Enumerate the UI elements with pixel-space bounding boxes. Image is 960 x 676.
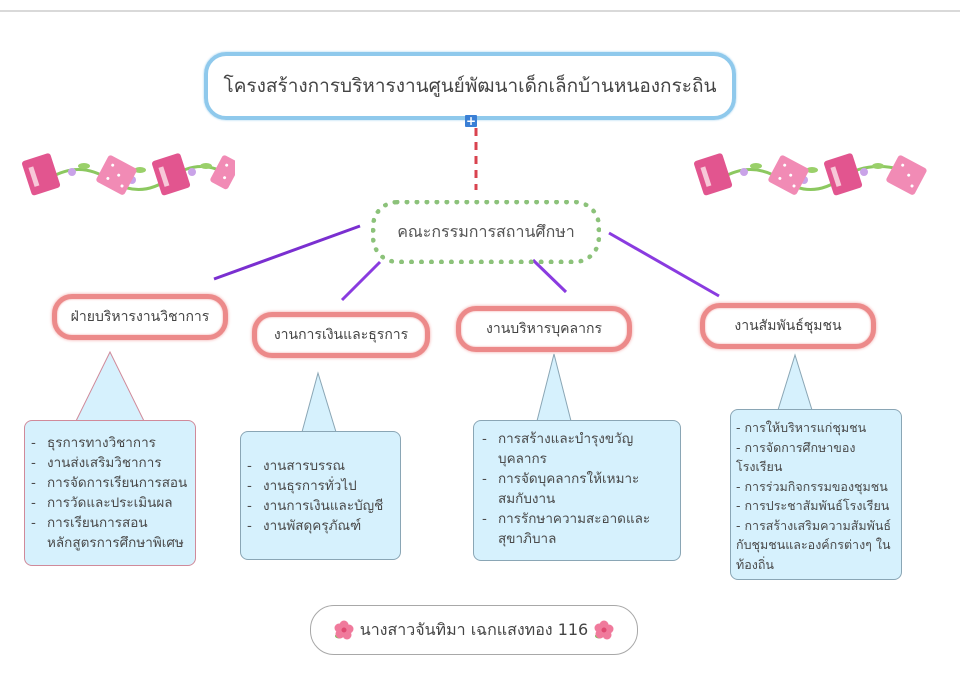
- list-item: - การประชาสัมพันธ์โรงเรียน: [736, 498, 890, 513]
- list-item: งานการเงินและบัญชี: [245, 496, 394, 516]
- hibiscus-flower-icon: [334, 620, 354, 640]
- list-item: งานธุรการทั่วไป: [245, 476, 394, 496]
- book-icon: [694, 153, 733, 196]
- dept-node-finance[interactable]: งานการเงินและธุรการ: [252, 312, 430, 358]
- callout-community: - การให้บริหารแก่ชุมชน - การจัดการศึกษาข…: [730, 409, 902, 580]
- title-text: โครงสร้างการบริหารงานศูนย์พัฒนาเด็กเล็กบ…: [223, 75, 717, 97]
- book-icon: [886, 155, 927, 195]
- book-icon: [22, 153, 61, 196]
- list-item: การจัดบุคลากรให้เหมาะสมกับงาน: [480, 469, 652, 509]
- top-divider: [0, 10, 960, 12]
- dept-label: ฝ่ายบริหารงานวิชาการ: [70, 309, 210, 325]
- connector-community: [608, 231, 720, 298]
- dept-label: งานการเงินและธุรการ: [273, 327, 409, 343]
- dept-node-personnel[interactable]: งานบริหารบุคลากร: [456, 306, 632, 352]
- vine-icon: [49, 163, 231, 191]
- book-icon: [96, 155, 137, 195]
- connector-finance: [340, 260, 382, 302]
- list-item: ธุรการทางวิชาการ: [29, 433, 189, 453]
- committee-node[interactable]: คณะกรรมการสถานศึกษา: [371, 200, 601, 264]
- list-item: การสร้างและบำรุงขวัญบุคลากร: [480, 429, 652, 469]
- list-item: การเรียนการสอน หลักสูตรการศึกษาพิเศษ: [29, 513, 189, 553]
- list-item: การวัดและประเมินผล: [29, 493, 189, 513]
- book-icon: [210, 155, 235, 190]
- callout-pointer-personnel: [536, 353, 572, 422]
- list-item: - การสร้างเสริมความสัมพันธ์กับชุมชนและอง…: [736, 517, 892, 572]
- callout-personnel: การสร้างและบำรุงขวัญบุคลากร การจัดบุคลาก…: [473, 420, 681, 561]
- title-node[interactable]: โครงสร้างการบริหารงานศูนย์พัฒนาเด็กเล็กบ…: [204, 52, 736, 120]
- book-icon: [152, 153, 191, 196]
- list-item: การจัดการเรียนการสอน: [29, 473, 189, 493]
- dept-node-academic[interactable]: ฝ่ายบริหารงานวิชาการ: [52, 294, 228, 340]
- committee-text: คณะกรรมการสถานศึกษา: [397, 221, 575, 241]
- list-item: งานพัสดุครุภัณฑ์: [245, 516, 394, 536]
- connector-academic: [213, 224, 361, 281]
- list-item: งานส่งเสริมวิชาการ: [29, 453, 189, 473]
- connector-personnel: [531, 258, 568, 294]
- author-badge: นางสาวจันทิมา เฉกแสงทอง 116: [310, 605, 638, 655]
- list-item: งานสารบรรณ: [245, 456, 394, 476]
- callout-academic: ธุรการทางวิชาการ งานส่งเสริมวิชาการ การจ…: [24, 420, 196, 566]
- callout-pointer-academic: [75, 350, 145, 422]
- author-name: นางสาวจันทิมา เฉกแสงทอง 116: [359, 619, 589, 639]
- dept-label: งานสัมพันธ์ชุมชน: [734, 318, 842, 334]
- list-item: - การจัดการศึกษาของโรงเรียน: [736, 439, 856, 475]
- callout-pointer-finance: [301, 371, 337, 433]
- hibiscus-flower-icon: [594, 620, 614, 640]
- plus-icon[interactable]: +: [465, 114, 477, 128]
- book-icon: [824, 153, 863, 196]
- book-icon: [768, 155, 809, 195]
- callout-pointer-community: [777, 353, 813, 411]
- book-garland-right: [694, 153, 927, 196]
- dept-node-community[interactable]: งานสัมพันธ์ชุมชน: [700, 303, 876, 349]
- callout-finance: งานสารบรรณ งานธุรการทั่วไป งานการเงินและ…: [240, 431, 401, 560]
- book-garland-left: [22, 153, 235, 196]
- dept-label: งานบริหารบุคลากร: [486, 321, 602, 337]
- list-item: - การให้บริหารแก่ชุมชน: [736, 420, 867, 435]
- list-item: - การร่วมกิจกรรมของชุมชน: [736, 478, 888, 494]
- list-item: การรักษาความสะอาดและสุขาภิบาล: [480, 509, 652, 549]
